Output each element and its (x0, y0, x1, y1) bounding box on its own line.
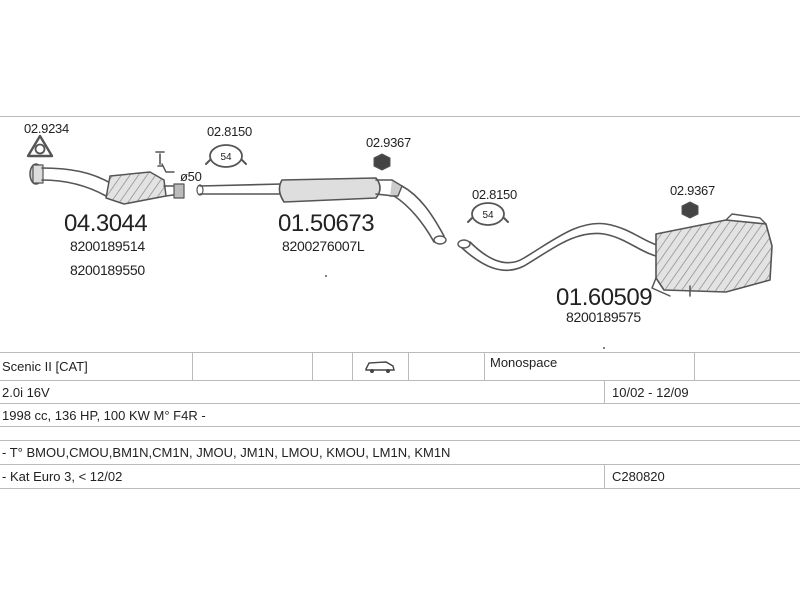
catalyst-part (29, 151, 185, 205)
exhaust-drawing: 54 54 (26, 134, 773, 349)
middle-clamp-icon (205, 144, 247, 168)
rear-mount-code: 02.9367 (670, 183, 715, 198)
model-name: Scenic II [CAT] (2, 359, 88, 374)
catalyst-oem-1: 8200189514 (70, 238, 145, 254)
emission-standard: - Kat Euro 3, < 12/02 (2, 469, 123, 484)
table-row-specs: 1998 cc, 136 HP, 100 KW M° F4R - (0, 404, 800, 427)
pipe-diameter-note: ø50 (180, 169, 202, 184)
table-row-emission: - Kat Euro 3, < 12/02 C280820 (0, 465, 800, 489)
engine-specs: 1998 cc, 136 HP, 100 KW M° F4R - (2, 407, 206, 423)
table-row-type-codes: - T° BMOU,CMOU,BM1N,CM1N, JMOU, JM1N, LM… (0, 441, 800, 465)
rear-silencer-part (651, 213, 773, 297)
top-border (0, 116, 800, 117)
table-row-spacer (0, 427, 800, 441)
catalyst-oem-2: 8200189550 (70, 262, 145, 278)
body-type: Monospace (490, 355, 558, 370)
middle-silencer-code: 01.50673 (278, 210, 375, 237)
front-clamp-code: 02.9234 (24, 121, 69, 136)
middle-mount-icon (373, 153, 391, 171)
front-clamp-icon (26, 134, 54, 158)
middle-mount-code: 02.9367 (366, 135, 411, 150)
catalyst-code: 04.3044 (64, 210, 148, 237)
rear-mount-icon (681, 201, 699, 219)
application-table: Scenic II [CAT] Monospace 2.0i 16V 10/02… (0, 352, 800, 489)
engine: 2.0i 16V (2, 384, 50, 400)
rear-silencer-oem: 8200189575 (566, 309, 641, 325)
production-years: 10/02 - 12/09 (612, 384, 689, 400)
table-row-model: Scenic II [CAT] Monospace (0, 352, 800, 381)
rear-silencer-code: 01.60509 (556, 284, 653, 311)
exhaust-diagram: 54 54 02.9234 04.3044 8200189514 8200189… (0, 116, 800, 352)
rear-clamp-code: 02.8150 (472, 187, 517, 202)
middle-clamp-code: 02.8150 (207, 124, 252, 139)
middle-silencer-part (196, 177, 447, 245)
middle-silencer-oem: 8200276007L (282, 238, 365, 254)
catalog-code: C280820 (612, 469, 665, 484)
table-row-engine: 2.0i 16V 10/02 - 12/09 (0, 381, 800, 404)
type-codes: - T° BMOU,CMOU,BM1N,CM1N, JMOU, JM1N, LM… (2, 445, 451, 460)
rear-pipe-part (457, 222, 661, 272)
middle-clamp-size: 54 (220, 152, 232, 163)
rear-clamp-size: 54 (482, 210, 494, 221)
rear-clamp-icon (467, 202, 509, 226)
vehicle-van-icon (364, 353, 396, 380)
